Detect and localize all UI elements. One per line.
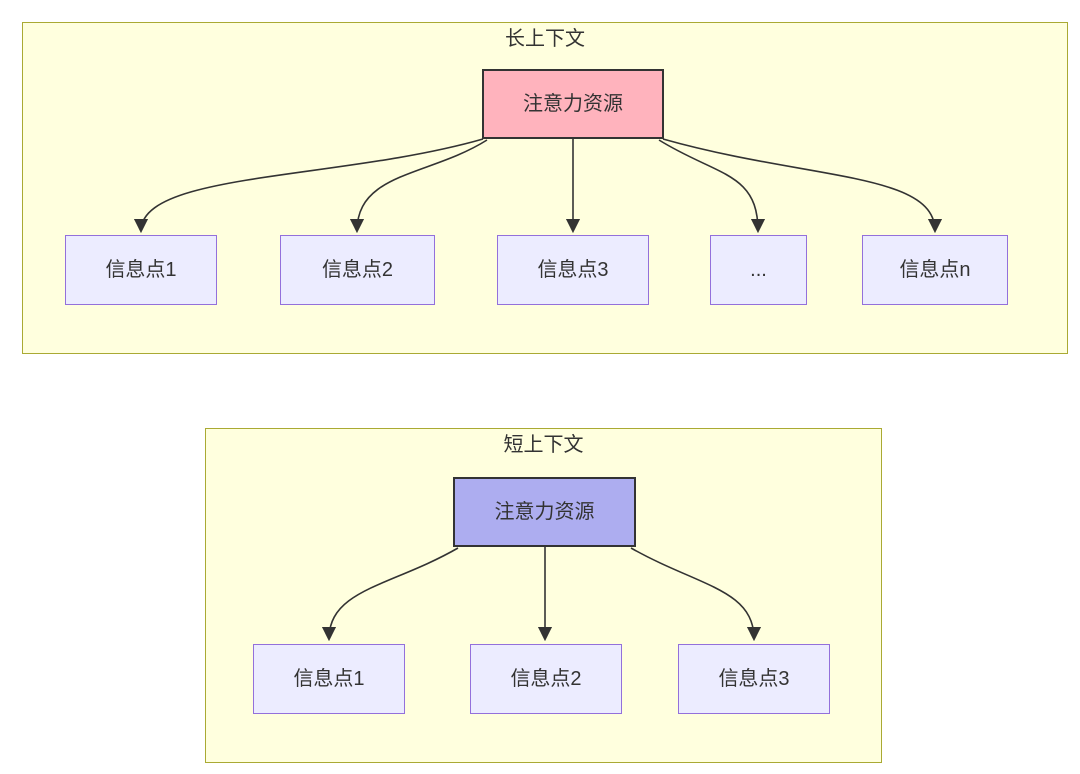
cluster-short-title: 短上下文 xyxy=(503,434,584,456)
node-info-short-1: 信息点1 xyxy=(253,644,405,714)
node-info-long-1: 信息点1 xyxy=(65,235,217,305)
node-info-long-2: 信息点2 xyxy=(280,235,435,305)
node-info-long-ellipsis: ... xyxy=(710,235,807,305)
cluster-long-title: 长上下文 xyxy=(505,28,585,50)
node-attention-long: 注意力资源 xyxy=(482,69,664,139)
node-attention-short: 注意力资源 xyxy=(453,477,636,547)
node-info-short-3: 信息点3 xyxy=(678,644,830,714)
node-info-long-3: 信息点3 xyxy=(497,235,649,305)
node-info-short-2: 信息点2 xyxy=(470,644,622,714)
node-info-long-n: 信息点n xyxy=(862,235,1008,305)
